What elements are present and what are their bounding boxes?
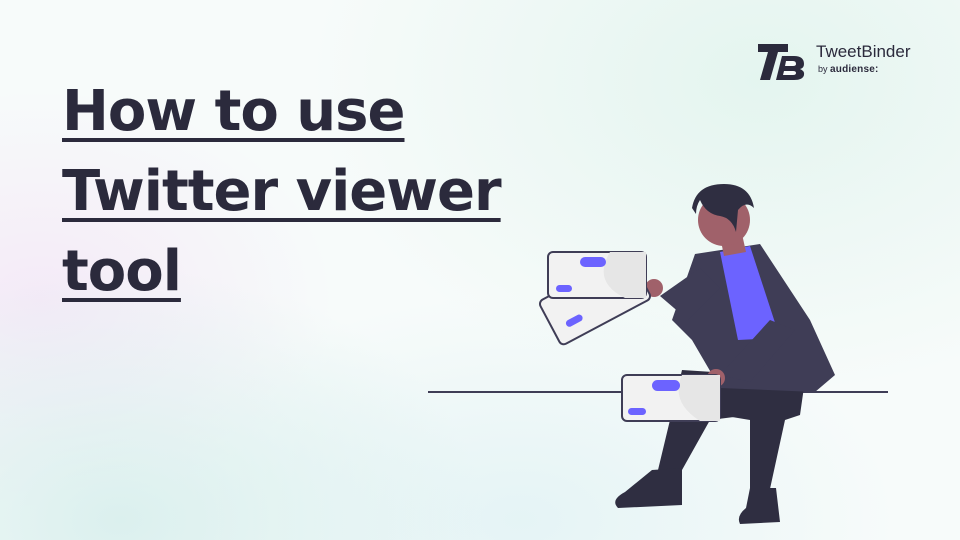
page-title: How to use Twitter viewer tool [62, 72, 502, 312]
tweetbinder-logo: TweetBinder by audiense: [758, 40, 938, 84]
logo-partner: audiense: [830, 64, 879, 75]
left-arm [660, 268, 720, 320]
logo-name: TweetBinder [816, 42, 911, 61]
left-shoe [615, 468, 682, 508]
title-line-3: tool [62, 239, 182, 304]
title-line-2: Twitter viewer [62, 159, 502, 224]
card-front [547, 251, 647, 299]
right-arm [720, 320, 795, 382]
shirt [720, 246, 780, 340]
front-leg [720, 375, 805, 498]
tweetbinder-logo-icon [758, 44, 805, 80]
hair [692, 184, 754, 232]
right-shoe [738, 488, 780, 524]
logo-by-prefix: by [818, 64, 828, 74]
logo-byline: by audiense: [818, 64, 879, 75]
card-ledge [621, 374, 721, 422]
title-line-1: How to use [62, 79, 405, 144]
person-with-cards-illustration [428, 184, 888, 524]
